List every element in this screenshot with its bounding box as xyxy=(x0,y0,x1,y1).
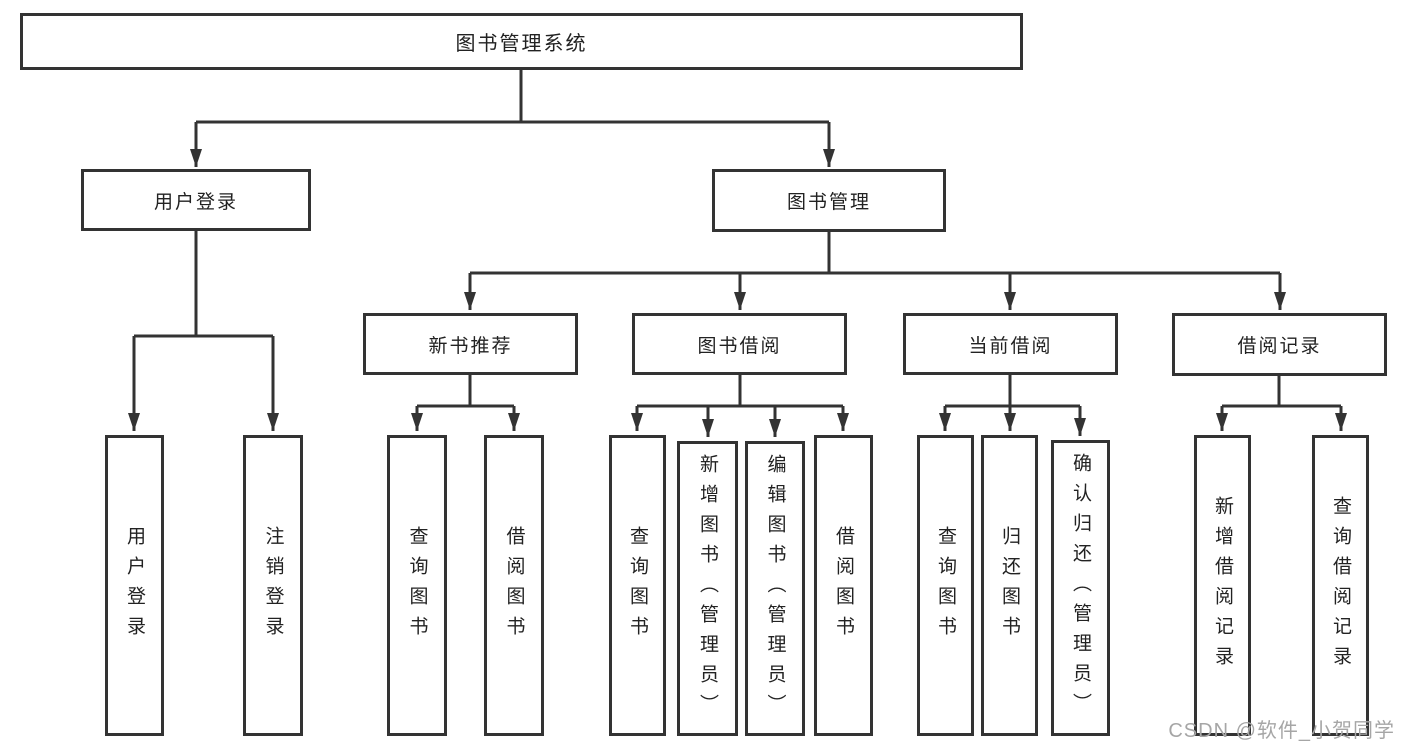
leaf-records-query-record-label: 查询借阅记录 xyxy=(1330,495,1351,676)
leaf-logout-login-label: 注销登录 xyxy=(262,525,284,646)
leaf-logout-login: 注销登录 xyxy=(243,435,303,736)
leaf-recommend-query-book-label: 查询图书 xyxy=(406,525,428,646)
leaf-borrow-query-book-label: 查询图书 xyxy=(627,525,648,646)
node-user-login-label: 用户登录 xyxy=(153,191,238,213)
node-current-borrow-label: 当前借阅 xyxy=(968,335,1053,357)
node-borrow-records-label: 借阅记录 xyxy=(1237,336,1322,357)
leaf-records-query-record: 查询借阅记录 xyxy=(1312,435,1369,736)
leaf-current-confirm-return-admin: 确认归还（管理员） xyxy=(1051,440,1110,736)
node-root: 图书管理系统 xyxy=(20,13,1023,70)
node-book-management: 图书管理 xyxy=(712,169,946,232)
node-book-borrow: 图书借阅 xyxy=(632,313,847,375)
node-book-management-label: 图书管理 xyxy=(786,192,871,213)
leaf-recommend-borrow-book-label: 借阅图书 xyxy=(503,525,525,646)
leaf-recommend-borrow-book: 借阅图书 xyxy=(484,435,544,736)
leaf-borrow-edit-book-admin: 编辑图书（管理员） xyxy=(745,441,805,736)
leaf-recommend-query-book: 查询图书 xyxy=(387,435,447,736)
leaf-current-confirm-return-admin-label: 确认归还（管理员） xyxy=(1070,453,1091,723)
leaf-borrow-query-book: 查询图书 xyxy=(609,435,666,736)
node-new-book-recommend: 新书推荐 xyxy=(363,313,578,375)
node-current-borrow: 当前借阅 xyxy=(903,313,1118,375)
leaf-user-login-label: 用户登录 xyxy=(124,525,145,646)
leaf-records-add-record-label: 新增借阅记录 xyxy=(1212,495,1233,676)
leaf-borrow-edit-book-admin-label: 编辑图书（管理员） xyxy=(764,453,786,724)
leaf-current-query-book-label: 查询图书 xyxy=(935,525,956,646)
leaf-user-login: 用户登录 xyxy=(105,435,164,736)
leaf-current-return-book-label: 归还图书 xyxy=(999,525,1020,646)
watermark: CSDN @软件_小贺同学 xyxy=(1168,720,1395,742)
node-borrow-records: 借阅记录 xyxy=(1172,313,1387,376)
node-user-login: 用户登录 xyxy=(81,169,311,231)
leaf-borrow-add-book-admin-label: 新增图书（管理员） xyxy=(697,453,718,724)
leaf-borrow-borrow-book: 借阅图书 xyxy=(814,435,873,736)
node-new-book-recommend-label: 新书推荐 xyxy=(428,335,513,357)
leaf-borrow-borrow-book-label: 借阅图书 xyxy=(833,525,854,646)
leaf-borrow-add-book-admin: 新增图书（管理员） xyxy=(677,441,738,736)
leaf-current-return-book: 归还图书 xyxy=(981,435,1038,736)
node-book-borrow-label: 图书借阅 xyxy=(697,335,782,357)
leaf-records-add-record: 新增借阅记录 xyxy=(1194,435,1251,736)
node-root-label: 图书管理系统 xyxy=(455,33,588,55)
leaf-current-query-book: 查询图书 xyxy=(917,435,974,736)
